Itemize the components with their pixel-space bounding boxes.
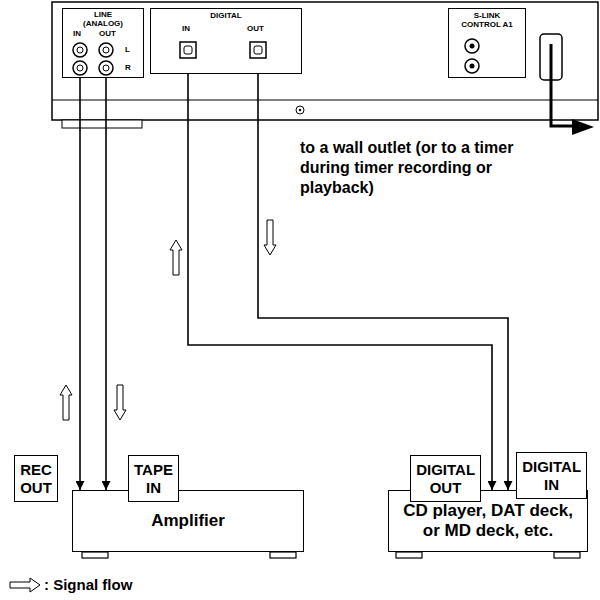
box-label: DIGITAL IN xyxy=(522,458,581,493)
optical-port xyxy=(254,46,262,54)
rca-jack xyxy=(99,61,113,75)
optical-port xyxy=(184,46,192,54)
jack-label: IN xyxy=(182,25,190,33)
connector-label-box: DIGITAL IN xyxy=(516,452,587,499)
box-foot xyxy=(554,552,580,558)
control-jack xyxy=(465,39,479,53)
box-foot xyxy=(270,552,296,558)
jack-label: IN xyxy=(73,30,81,38)
rca-jacks xyxy=(73,43,113,75)
signal-cable xyxy=(105,78,107,490)
legend-entry: : Signal flow xyxy=(44,576,132,593)
screw xyxy=(296,106,304,114)
rca-jack xyxy=(77,65,83,71)
connector-label-box: TAPE IN xyxy=(128,455,179,502)
jack-label: OUT xyxy=(99,30,116,38)
power-note: to a wall outlet (or to a timer during t… xyxy=(300,138,550,198)
optical-ports xyxy=(180,42,266,58)
panel-foot xyxy=(62,120,142,128)
box-label: Amplifier xyxy=(151,511,225,531)
amplifier-box: Amplifier xyxy=(72,490,304,552)
legend-text: : Signal flow xyxy=(44,576,132,593)
rca-jack xyxy=(103,47,109,53)
legend-sample-arrow xyxy=(10,578,40,592)
signal-flow-arrow xyxy=(60,385,72,420)
cord-arrow xyxy=(572,119,594,135)
signal-flow-arrow xyxy=(114,385,126,420)
jack-label: CONTROL A1 xyxy=(449,21,525,29)
control-jack xyxy=(470,64,475,69)
jack-label: DIGITAL xyxy=(151,12,301,20)
signal-cable xyxy=(79,78,81,490)
connector-label-box: REC OUT xyxy=(14,455,58,502)
control-jacks xyxy=(465,39,479,73)
box-foot xyxy=(396,552,422,558)
screw xyxy=(299,109,301,111)
jack-label: LINE xyxy=(63,11,143,19)
signal-flow-arrow xyxy=(170,240,182,275)
rear-panel xyxy=(52,2,598,120)
rca-jack xyxy=(99,43,113,57)
jack-label: L xyxy=(125,46,130,54)
box-label: CD player, DAT deck, or MD deck, etc. xyxy=(402,501,574,540)
control-jack-panel: S-LINKCONTROL A1 xyxy=(448,8,526,78)
signal-flow-arrows xyxy=(60,220,276,420)
signal-cable xyxy=(258,74,508,490)
control-jack xyxy=(470,44,475,49)
line-jack-panel: LINE(ANALOG) IN OUT L R xyxy=(62,8,144,78)
panel-edge xyxy=(52,100,598,101)
jack-label: OUT xyxy=(247,25,264,33)
connector-label-box: DIGITAL OUT xyxy=(410,455,481,502)
control-jack xyxy=(465,59,479,73)
digital-jack-panel: DIGITAL IN OUT xyxy=(150,8,302,74)
optical-port xyxy=(250,42,266,58)
signal-cable xyxy=(188,74,492,490)
jack-label: R xyxy=(125,64,131,72)
jack-label: (ANALOG) xyxy=(63,20,143,28)
box-foot xyxy=(82,552,108,558)
rca-jack xyxy=(73,43,87,57)
rca-jack xyxy=(77,47,83,53)
optical-port xyxy=(180,42,196,58)
box-label: REC OUT xyxy=(20,461,52,496)
rca-jack xyxy=(73,61,87,75)
box-feet xyxy=(82,552,580,558)
rca-jack xyxy=(103,65,109,71)
power-cord xyxy=(551,44,574,126)
box-label: TAPE IN xyxy=(134,461,173,496)
box-label: DIGITAL OUT xyxy=(416,461,475,496)
signal-flow-arrow xyxy=(264,220,276,255)
jack-label: S-LINK xyxy=(449,12,525,20)
